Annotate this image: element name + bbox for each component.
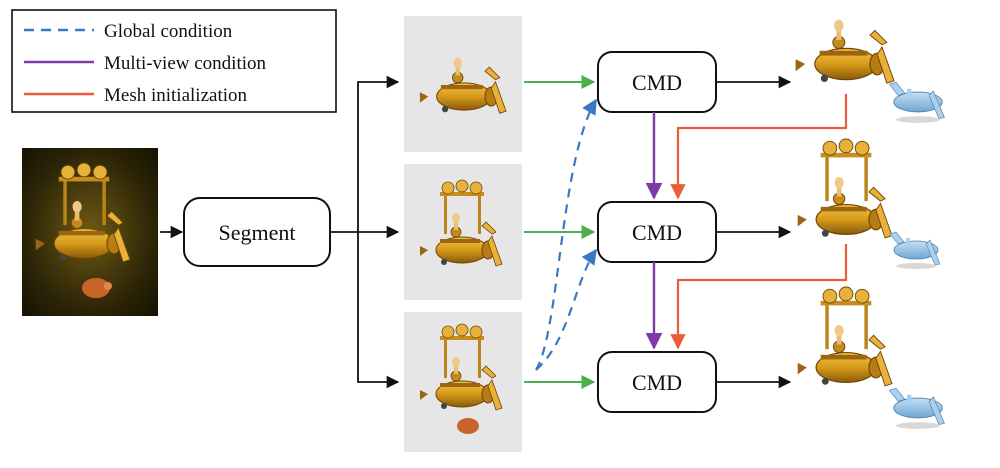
cmd-node-mid: CMD (597, 201, 717, 263)
mesh-airplane-icon (888, 81, 945, 124)
textured-airplane-icon (794, 18, 895, 84)
output-render-bot (797, 286, 945, 430)
segmented-view-top (404, 16, 522, 152)
mesh-airplane-icon (888, 387, 945, 430)
cmd-label: CMD (632, 220, 682, 245)
segmented-view-bot (404, 312, 522, 452)
input-image (22, 148, 158, 316)
legend-label-mesh: Mesh initialization (104, 85, 248, 106)
segment-node: Segment (183, 197, 331, 267)
legend-label-global: Global condition (104, 21, 233, 42)
green-arrows (524, 75, 596, 389)
mesh-init-arrows (670, 94, 848, 350)
cmd-node-top: CMD (597, 51, 717, 113)
pig-icon (82, 278, 112, 298)
pig-icon (457, 418, 479, 434)
mesh-airplane-icon (889, 231, 941, 270)
segmented-view-mid (404, 164, 522, 300)
segment-label: Segment (219, 220, 296, 245)
branch-arrows (330, 75, 400, 389)
textured-airplane-icon (797, 286, 893, 387)
cmd-label: CMD (632, 70, 682, 95)
global-condition-arrows (535, 98, 597, 371)
cmd-node-bot: CMD (597, 351, 717, 413)
legend-label-multiview: Multi-view condition (104, 53, 267, 74)
output-render-top (794, 18, 945, 124)
cmd-label: CMD (632, 370, 682, 395)
textured-airplane-icon (797, 138, 893, 239)
legend: Global condition Multi-view condition Me… (11, 9, 337, 113)
output-render-mid (797, 138, 941, 270)
output-arrows (716, 75, 792, 389)
